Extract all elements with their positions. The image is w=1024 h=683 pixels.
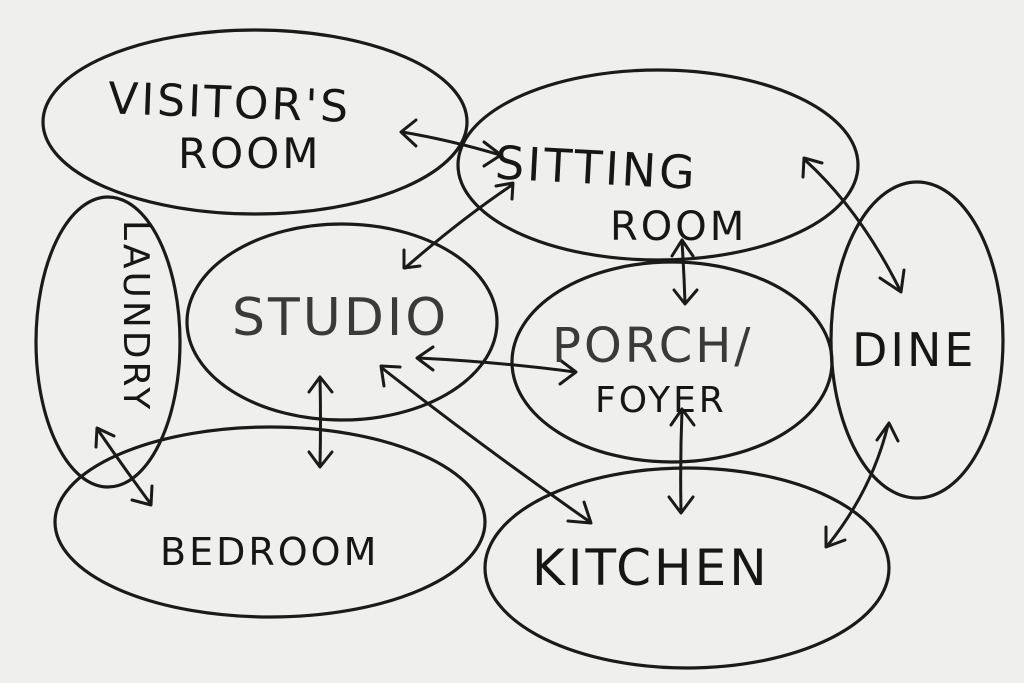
bedroom-label: BEDROOM	[160, 530, 379, 574]
room-labels: VISITOR'S ROOM SITTING ROOM LAUNDRY STUD…	[107, 73, 976, 597]
porch-foyer-label-line2: FOYER	[595, 380, 727, 421]
studio-label: STUDIO	[232, 288, 449, 348]
visitors-room-label-line2: ROOM	[178, 129, 322, 178]
laundry-bubble	[34, 195, 182, 489]
visitors-room-label-line1: VISITOR'S	[107, 73, 352, 132]
arrow-studio-porch	[415, 345, 578, 386]
room-bubbles	[34, 28, 1005, 670]
dine-label: DINE	[852, 323, 976, 377]
bedroom-bubble	[53, 425, 487, 619]
connection-arrows	[94, 118, 906, 549]
dine-bubble	[829, 180, 1005, 500]
laundry-label: LAUNDRY	[115, 220, 156, 412]
arrow-studio-bedroom	[307, 375, 334, 469]
arrow-sitting-porch	[670, 238, 699, 306]
studio-bubble	[185, 222, 499, 422]
kitchen-label: KITCHEN	[532, 539, 770, 597]
kitchen-bubble	[483, 466, 891, 670]
arrow-dine-kitchen	[824, 421, 900, 549]
sitting-room-bubble	[456, 68, 860, 262]
arrow-sitting-dine	[801, 156, 906, 294]
arrow-sitting-studio	[402, 181, 515, 270]
visitors-room-bubble	[41, 28, 469, 216]
porch-foyer-label-line1: PORCH/	[552, 318, 753, 374]
arrow-porch-kitchen	[667, 407, 696, 515]
arrow-visitors-sitting	[399, 118, 503, 168]
sitting-room-label-line1: SITTING	[494, 135, 699, 200]
arrow-laundry-bedroom	[94, 426, 154, 507]
arrow-studio-kitchen	[379, 364, 593, 525]
sitting-room-label-line2: ROOM	[610, 204, 747, 250]
